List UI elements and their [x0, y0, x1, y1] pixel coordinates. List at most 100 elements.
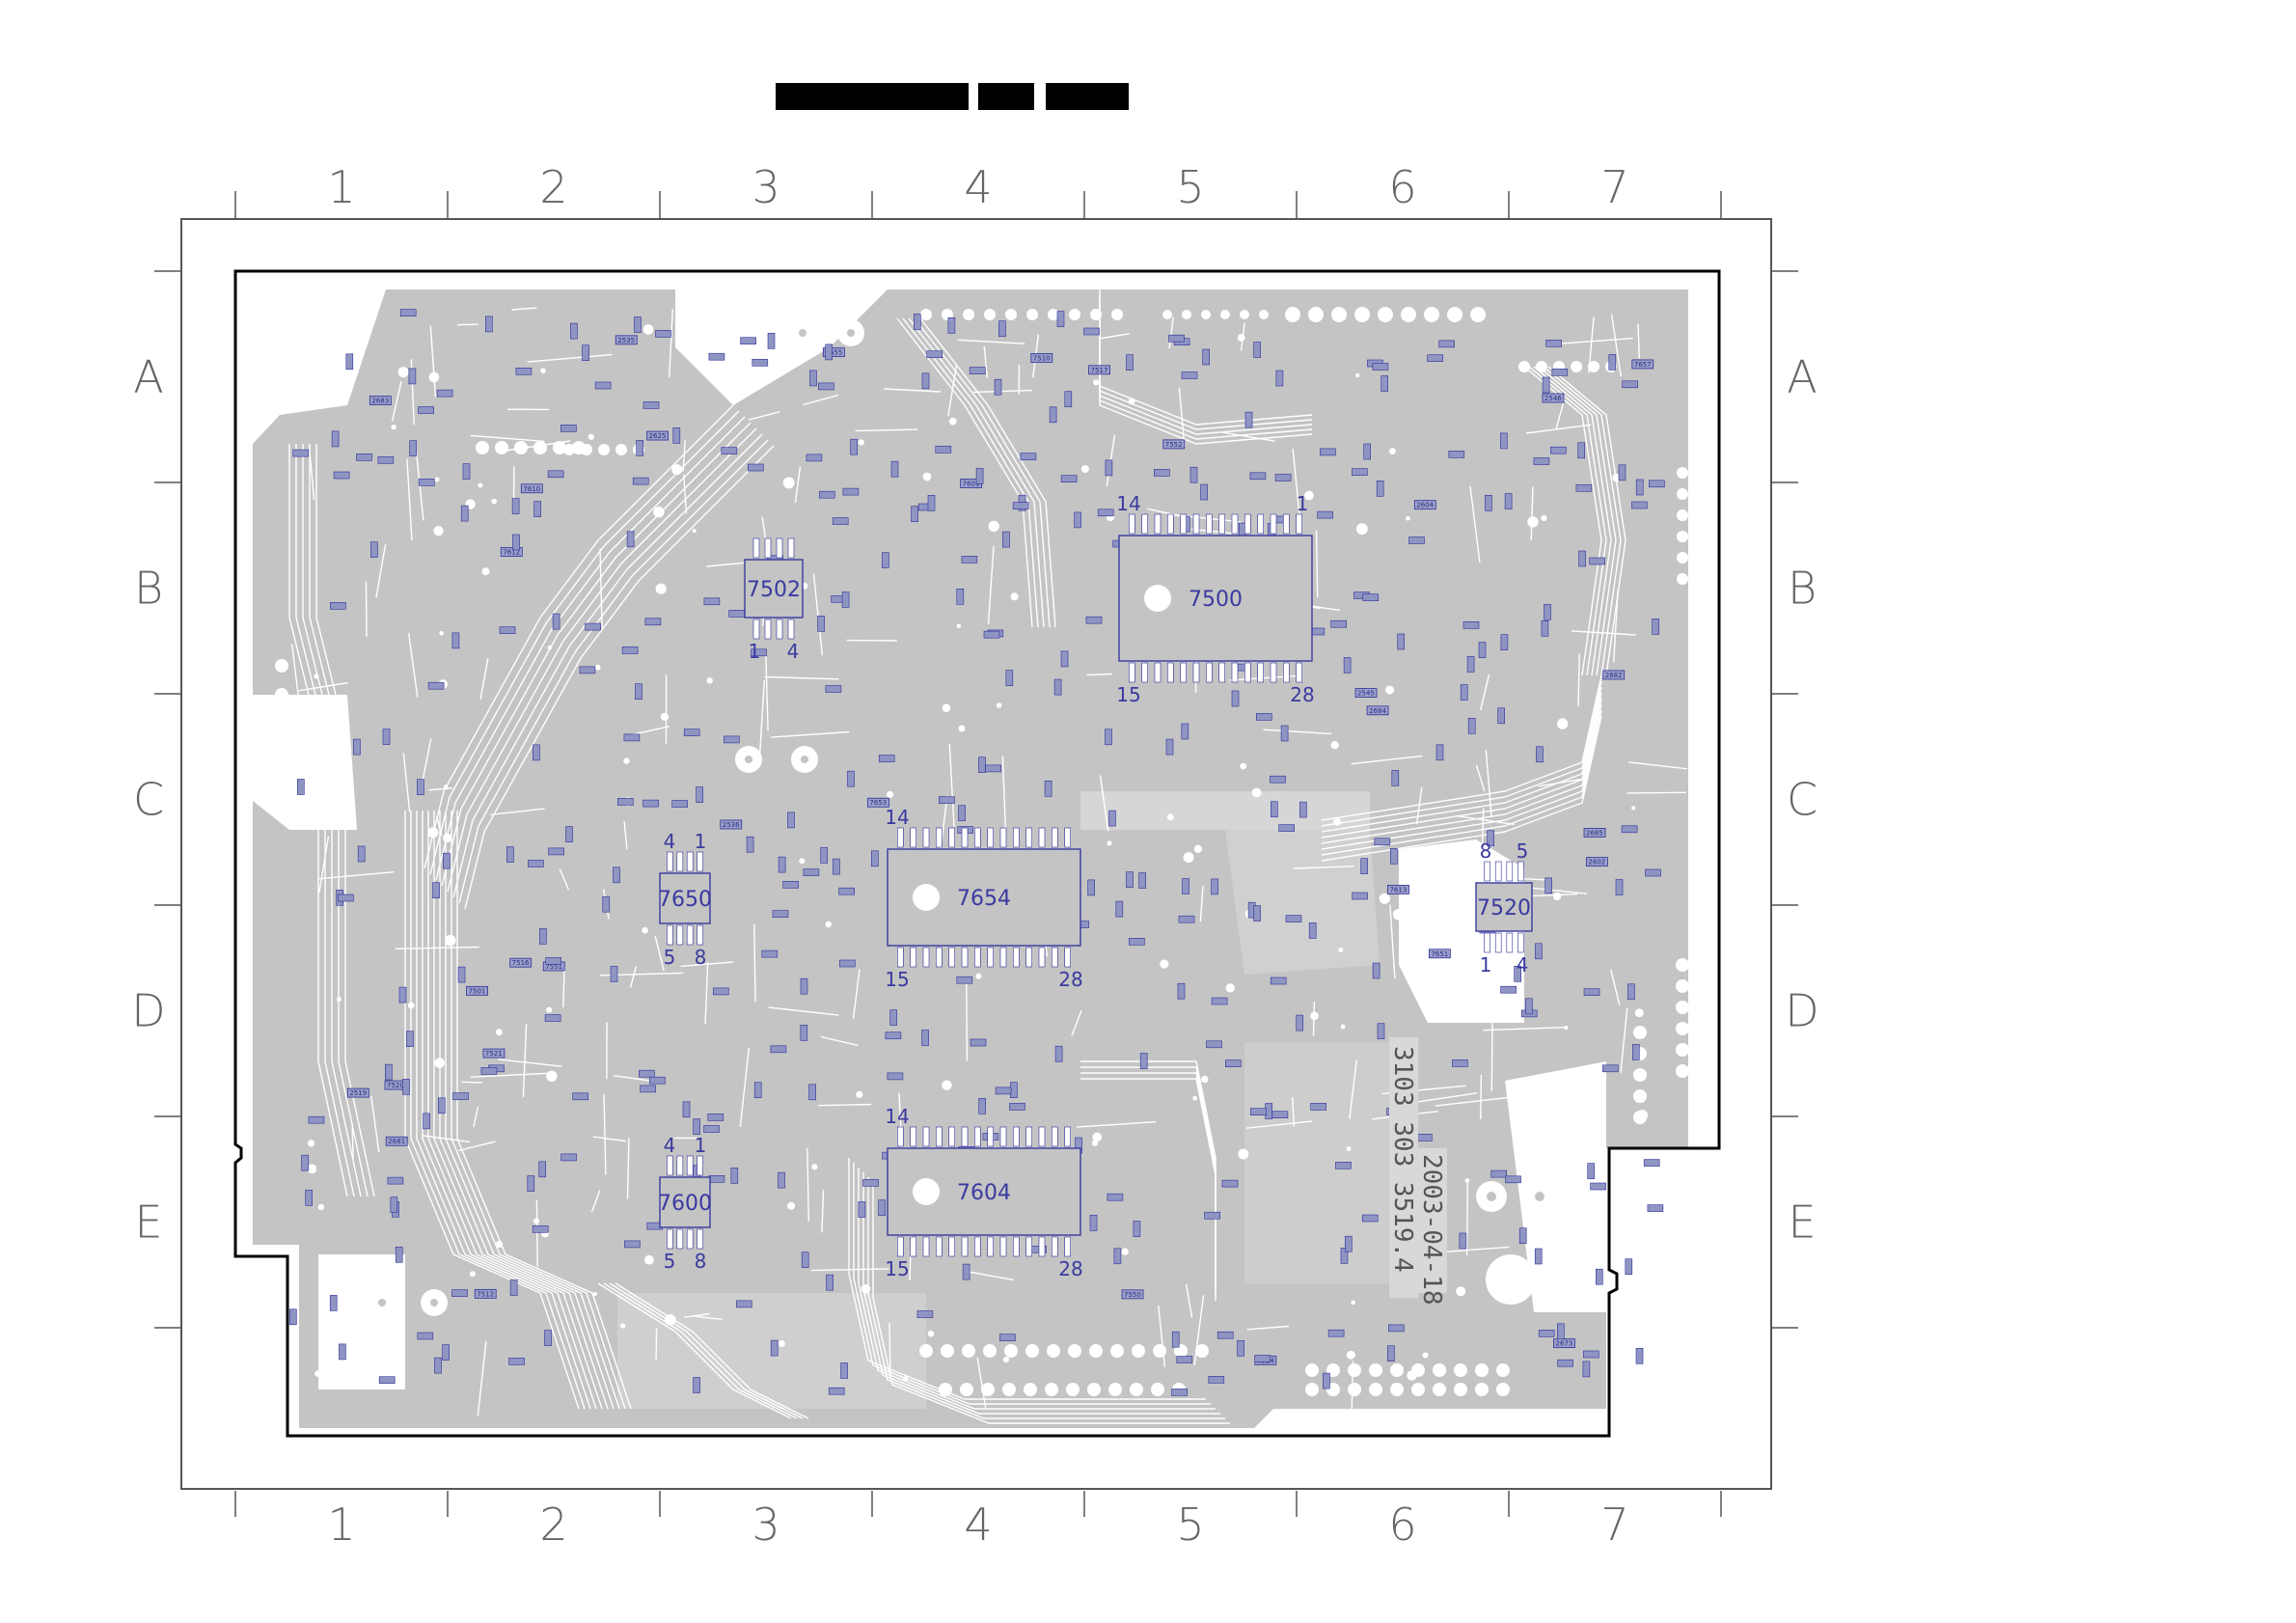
trace-line	[914, 317, 1051, 628]
via	[811, 1164, 818, 1170]
smd-component	[1308, 922, 1317, 939]
via	[478, 482, 483, 488]
smd-component	[1635, 1348, 1644, 1364]
smd-component	[862, 1179, 879, 1187]
via	[958, 725, 966, 732]
pin-number: 4	[787, 640, 800, 663]
smd-component	[377, 455, 395, 464]
via	[335, 341, 347, 353]
trace-line	[1321, 698, 1602, 844]
component-7612: 7612	[500, 547, 523, 557]
pad	[1090, 309, 1102, 320]
row-label-left: C	[133, 774, 164, 826]
trace-segment	[402, 753, 411, 812]
smd-component	[1154, 469, 1170, 477]
trace-line	[422, 811, 597, 1410]
smd-component	[1129, 937, 1145, 946]
via	[427, 827, 439, 839]
pin-number: 8	[695, 946, 707, 969]
trace-segment	[1158, 1305, 1166, 1368]
svg-text:2546: 2546	[1544, 395, 1562, 402]
smd-component	[1544, 877, 1552, 894]
trace-line	[456, 811, 632, 1410]
svg-text:7657: 7657	[1634, 361, 1652, 369]
trace-line	[1528, 366, 1607, 676]
smd-component	[639, 1069, 655, 1078]
trace-segment	[351, 1122, 354, 1159]
smd-component	[528, 860, 544, 867]
trace-line	[853, 1163, 1211, 1405]
trace-segment	[947, 364, 958, 417]
smd-component	[970, 1038, 987, 1047]
pad	[920, 309, 932, 320]
smd-component	[1577, 442, 1585, 459]
pin-number: 15	[885, 968, 909, 991]
via	[782, 477, 795, 489]
smd-component	[390, 1197, 398, 1213]
trace-line	[597, 1282, 792, 1419]
trace-segment	[1446, 843, 1494, 847]
smd-component	[747, 463, 764, 472]
trace-segment	[1555, 403, 1565, 429]
smd-component	[1551, 368, 1569, 376]
smd-component	[452, 1092, 469, 1100]
smd-component	[1178, 915, 1195, 923]
svg-text:7550: 7550	[1124, 1291, 1141, 1299]
pin-number: 1	[695, 1134, 707, 1157]
via	[956, 623, 962, 629]
smd-component	[634, 316, 642, 333]
smd-component	[671, 800, 689, 808]
smd-component	[460, 505, 469, 522]
trace-line	[302, 444, 362, 1197]
smd-component	[1557, 1323, 1565, 1340]
pin-number: 14	[885, 1105, 909, 1128]
smd-component	[1583, 988, 1600, 996]
pad	[1475, 1363, 1489, 1377]
trace-line	[919, 317, 1056, 628]
smd-component	[978, 1098, 987, 1114]
via	[787, 1201, 796, 1210]
smd-component	[640, 1085, 656, 1093]
ic-label: 7654	[957, 887, 1011, 911]
via	[1237, 334, 1245, 342]
smd-component	[1485, 494, 1492, 511]
redaction-bar-1	[776, 83, 969, 110]
smd-component	[1448, 450, 1465, 458]
smd-component	[850, 438, 859, 455]
trace-segment	[1637, 323, 1640, 359]
smd-component	[427, 681, 445, 690]
smd-component	[301, 1154, 309, 1171]
pad	[1454, 1363, 1467, 1377]
trace-line	[1321, 715, 1602, 862]
trace-segment	[395, 946, 479, 949]
svg-text:2545: 2545	[1357, 690, 1375, 698]
via	[444, 784, 449, 789]
svg-text:7655: 7655	[825, 349, 842, 357]
smd-component	[800, 1025, 808, 1041]
smd-component	[451, 632, 460, 649]
via	[491, 498, 497, 505]
smd-component	[1182, 878, 1189, 894]
trace-segment	[527, 353, 613, 363]
pad	[984, 309, 996, 320]
trace-segment	[855, 428, 918, 432]
smd-component	[1256, 713, 1272, 721]
trace-segment	[1417, 1092, 1478, 1103]
smd-component	[1557, 1359, 1573, 1367]
smd-component	[1168, 334, 1185, 343]
smd-component	[642, 401, 660, 409]
smd-component	[572, 1092, 589, 1101]
smd-component	[409, 440, 417, 457]
smd-component	[515, 367, 533, 375]
smd-component	[735, 1300, 752, 1308]
ic-label: 7502	[747, 578, 801, 602]
via	[1419, 948, 1429, 957]
via	[1010, 592, 1019, 601]
component-2604: 2604	[1413, 500, 1436, 510]
svg-text:2519: 2519	[349, 1089, 367, 1097]
via	[642, 324, 654, 335]
pin-number: 1	[695, 830, 707, 853]
via	[1107, 840, 1112, 846]
trace-segment	[461, 1081, 483, 1084]
